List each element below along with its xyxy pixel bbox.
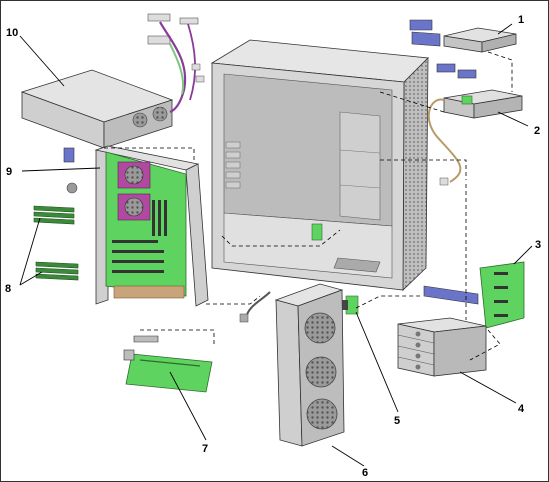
callout-1: 1 — [518, 14, 524, 26]
pci-card — [123, 335, 213, 393]
callout-7: 7 — [202, 443, 208, 455]
drive-cable — [409, 19, 441, 47]
disk-backplane — [423, 261, 525, 329]
callout-8: 8 — [5, 283, 11, 295]
callout-2: 2 — [534, 125, 540, 137]
memory-modules — [33, 205, 79, 281]
fan-connector-board — [342, 295, 359, 315]
callout-9: 9 — [6, 166, 12, 178]
leader-lines — [19, 23, 533, 467]
power-cable-bundle — [147, 13, 205, 114]
callout-4: 4 — [518, 403, 525, 415]
callout-6: 6 — [362, 467, 368, 479]
motherboard-assembly — [63, 145, 209, 307]
power-supply — [20, 69, 174, 149]
hard-drives — [397, 317, 487, 377]
media-bay — [427, 63, 523, 186]
optical-drive — [443, 27, 517, 53]
chassis — [210, 39, 429, 291]
assembly-guides — [104, 51, 513, 361]
fan-tray — [239, 283, 345, 447]
callout-5: 5 — [394, 415, 400, 427]
callout-3: 3 — [535, 239, 541, 251]
callout-10: 10 — [6, 27, 18, 39]
